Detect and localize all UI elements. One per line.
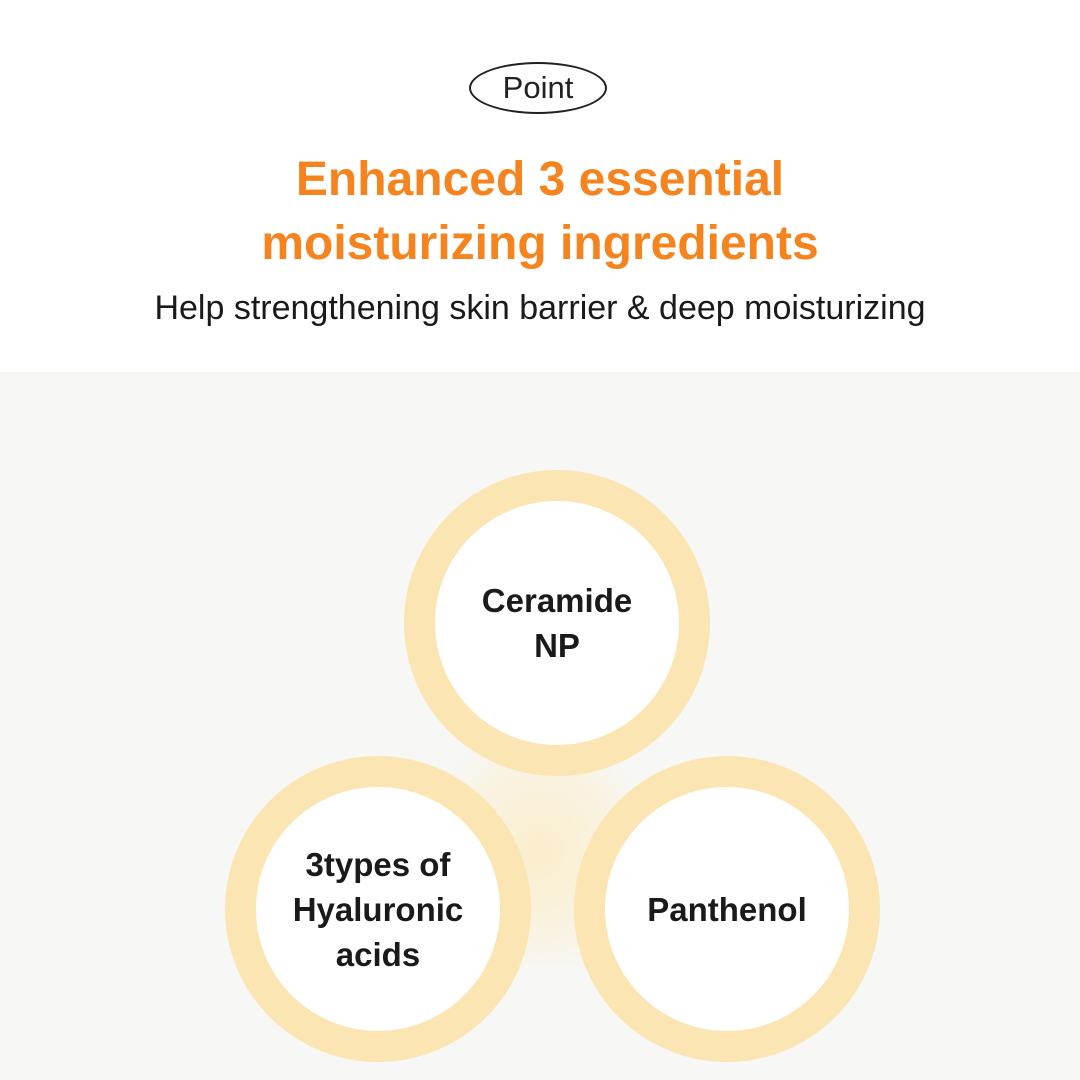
ingredient-circle-hyaluronic: 3types of Hyaluronic acids bbox=[225, 756, 531, 1062]
point-badge: Point bbox=[469, 62, 607, 114]
subtitle: Help strengthening skin barrier & deep m… bbox=[154, 289, 926, 327]
ingredient-label-ceramide: Ceramide NP bbox=[481, 582, 633, 664]
ingredient-label-panthenol: Panthenol bbox=[647, 890, 807, 928]
headline-line-2: moisturizing ingredients bbox=[261, 217, 819, 270]
ingredient-circle-ceramide: Ceramide NP bbox=[404, 470, 710, 776]
ingredient-label-hyaluronic: 3types of Hyaluronic acids bbox=[292, 845, 464, 973]
headline-line-1: Enhanced 3 essential bbox=[295, 153, 785, 206]
ingredient-circle-panthenol: Panthenol bbox=[574, 756, 880, 1062]
headline: Enhanced 3 essential moisturizing ingred… bbox=[0, 148, 1080, 276]
point-badge-label: Point bbox=[502, 70, 574, 105]
